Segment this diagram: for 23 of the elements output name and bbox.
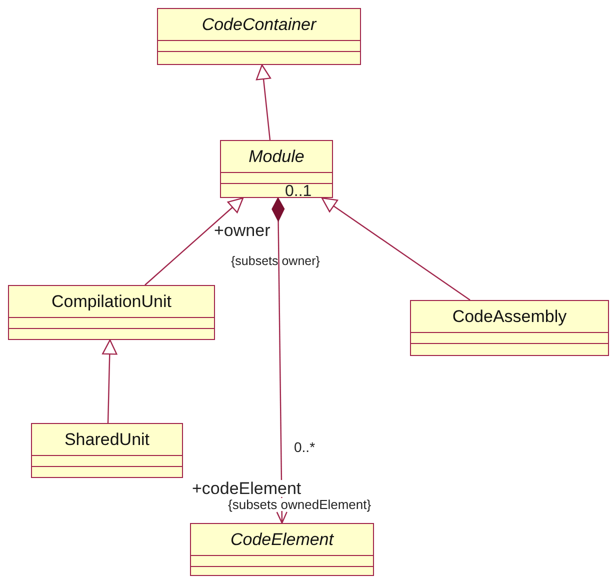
class-name: Module: [248, 147, 304, 166]
class-box: [8, 285, 215, 340]
composition-arrow: [272, 198, 288, 524]
generalization-arrow: [321, 197, 470, 300]
class-box: [220, 140, 333, 198]
class-name: CodeContainer: [202, 15, 316, 34]
role-name: +codeElement: [192, 480, 302, 497]
multiplicity: 0..1: [285, 184, 312, 200]
class-box: [410, 300, 609, 356]
class-box: [190, 523, 374, 576]
constraint-label: {subsets owner}: [231, 255, 320, 268]
class-name: CodeAssembly: [452, 307, 567, 326]
constraint-label: {subsets ownedElement}: [228, 498, 372, 511]
class-name: SharedUnit: [64, 430, 150, 449]
multiplicity: 0..*: [294, 440, 316, 454]
class-box: [31, 423, 183, 478]
generalization-arrow: [256, 64, 272, 140]
class-box: [157, 8, 361, 65]
class-name: CodeElement: [230, 530, 334, 549]
generalization-arrow: [102, 339, 118, 424]
class-name: CompilationUnit: [52, 292, 172, 311]
generalization-arrow: [144, 197, 244, 286]
role-name: +owner: [214, 222, 270, 239]
